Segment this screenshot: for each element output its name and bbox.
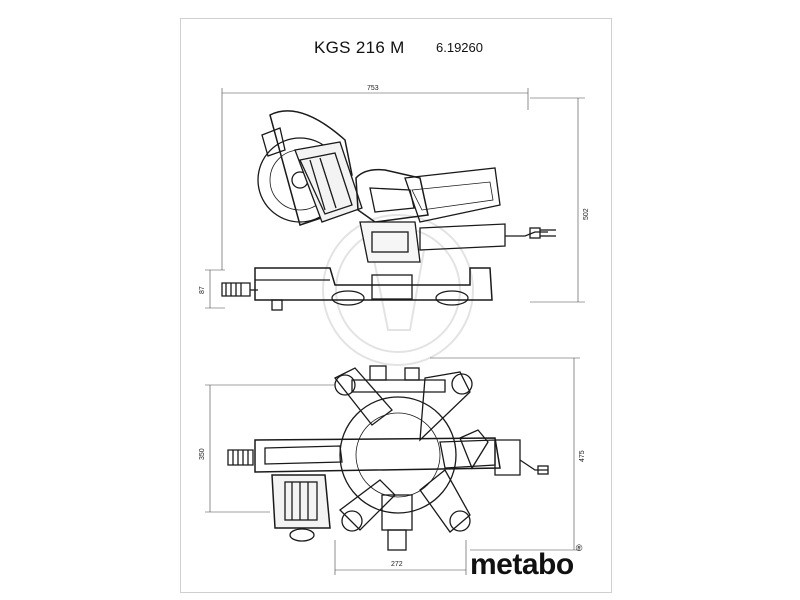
top-motor <box>271 474 331 529</box>
turntable-arm-ul <box>333 367 393 426</box>
dim-height-total: 502 <box>583 208 590 220</box>
top-power-cord <box>519 459 548 471</box>
dim-base-width: 272 <box>391 561 403 568</box>
column <box>359 221 421 263</box>
side-view <box>221 110 556 311</box>
drawing-frame <box>180 18 612 593</box>
turntable-arm-ur <box>419 371 471 442</box>
saw-handle <box>355 168 429 223</box>
brand-name: metabo <box>470 548 574 581</box>
side-view-dimensions <box>205 88 585 309</box>
top-arm <box>254 437 501 473</box>
turntable-arm-lr <box>419 469 471 533</box>
dim-base-height: 87 <box>199 286 206 294</box>
turntable <box>339 396 457 514</box>
model-title: KGS 216 M <box>314 38 405 57</box>
saw-base <box>254 267 493 301</box>
fence <box>351 379 446 393</box>
top-view <box>227 365 549 551</box>
brand-logo: metabo® <box>470 543 582 582</box>
dim-depth-front: 350 <box>199 448 206 460</box>
registered-mark: ® <box>575 543 583 553</box>
top-view-dimensions <box>205 357 580 575</box>
dim-depth-total: 475 <box>579 450 586 462</box>
dim-overall-width: 753 <box>367 85 379 92</box>
slide-arm <box>404 167 501 223</box>
article-number: 6.19260 <box>436 40 483 55</box>
top-extension-knob <box>227 449 254 466</box>
motor-housing <box>294 141 363 223</box>
